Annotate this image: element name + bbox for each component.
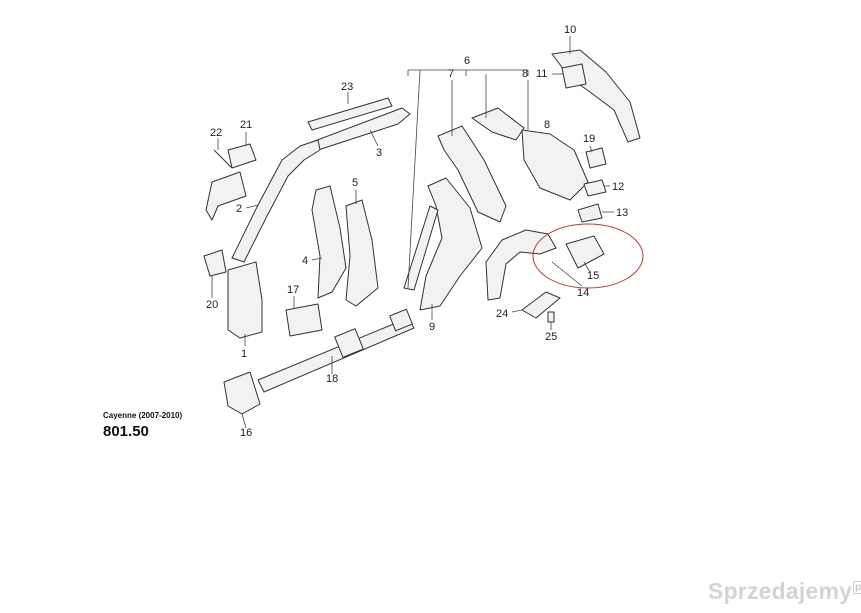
part-crossmember-mount [334, 328, 364, 358]
part-16 [223, 371, 261, 415]
callout-5: 5 [352, 177, 359, 189]
part-rear-quarter [521, 129, 589, 201]
watermark: Sprzedajemypl [708, 578, 861, 605]
part-screw-25 [547, 311, 555, 323]
leader-6-left [407, 69, 421, 289]
diagram-code: 801.50 [103, 423, 149, 440]
callout-2: 2 [236, 203, 243, 215]
leader-6-bracket [407, 69, 529, 76]
callout-6: 6 [464, 55, 471, 67]
leader-2 [245, 204, 259, 209]
callout-19: 19 [583, 133, 596, 145]
callout-14: 14 [577, 287, 590, 299]
callout-22: 22 [210, 127, 223, 139]
part-crossmember-mount-2 [389, 308, 413, 332]
part-bracket-22 [205, 171, 247, 221]
callout-1: 1 [241, 348, 248, 360]
callout-25: 25 [545, 331, 558, 343]
part-tail-panel [551, 49, 641, 143]
part-wheel-arch [485, 229, 557, 301]
callout-12: 12 [612, 181, 625, 193]
model-caption: Cayenne (2007-2010) [103, 411, 183, 420]
part-rear-bracket [471, 107, 525, 141]
watermark-text: Sprzedajemy [708, 578, 853, 604]
part-roof-strip [307, 97, 393, 131]
part-strip-6 [403, 205, 439, 291]
part-a-pillar [231, 139, 321, 263]
part-bracket-21 [227, 143, 257, 169]
part-19 [585, 147, 607, 169]
part-bracket-15 [565, 235, 605, 269]
leader-3 [369, 129, 379, 147]
part-bolt-22 [213, 149, 233, 169]
leader-15 [583, 261, 591, 273]
part-13 [577, 203, 603, 223]
leader-19 [589, 145, 593, 153]
callout-15: 15 [587, 270, 600, 282]
part-20 [203, 249, 227, 277]
part-sill-9 [419, 177, 483, 311]
callout-8-top: 8 [522, 68, 529, 80]
part-c-pillar [437, 125, 507, 223]
highlight-circle [532, 223, 644, 289]
callout-23: 23 [341, 81, 354, 93]
callout-3: 3 [376, 147, 383, 159]
leader-16 [241, 413, 247, 429]
callout-4: 4 [302, 255, 309, 267]
callout-13: 13 [616, 207, 629, 219]
callout-10: 10 [564, 24, 577, 36]
part-b-pillar-5 [345, 199, 379, 307]
part-b-pillar-4 [311, 185, 347, 299]
callout-17: 17 [287, 284, 300, 296]
callout-16: 16 [240, 427, 253, 439]
callout-8: 8 [544, 119, 551, 131]
part-12 [583, 179, 607, 197]
part-17 [285, 303, 323, 337]
callout-9: 9 [429, 321, 436, 333]
callout-21: 21 [240, 119, 253, 131]
callout-7: 7 [448, 68, 455, 80]
callout-11: 11 [536, 68, 548, 80]
callout-24: 24 [496, 308, 509, 320]
part-plate-24 [521, 291, 561, 319]
leader-4 [311, 257, 323, 261]
part-lower-a-post [227, 261, 263, 339]
callout-18: 18 [326, 373, 339, 385]
watermark-suffix: pl [853, 581, 861, 595]
part-bracket-11 [561, 63, 587, 89]
callout-20: 20 [206, 299, 219, 311]
leader-24 [511, 309, 523, 313]
leader-14 [551, 261, 583, 287]
